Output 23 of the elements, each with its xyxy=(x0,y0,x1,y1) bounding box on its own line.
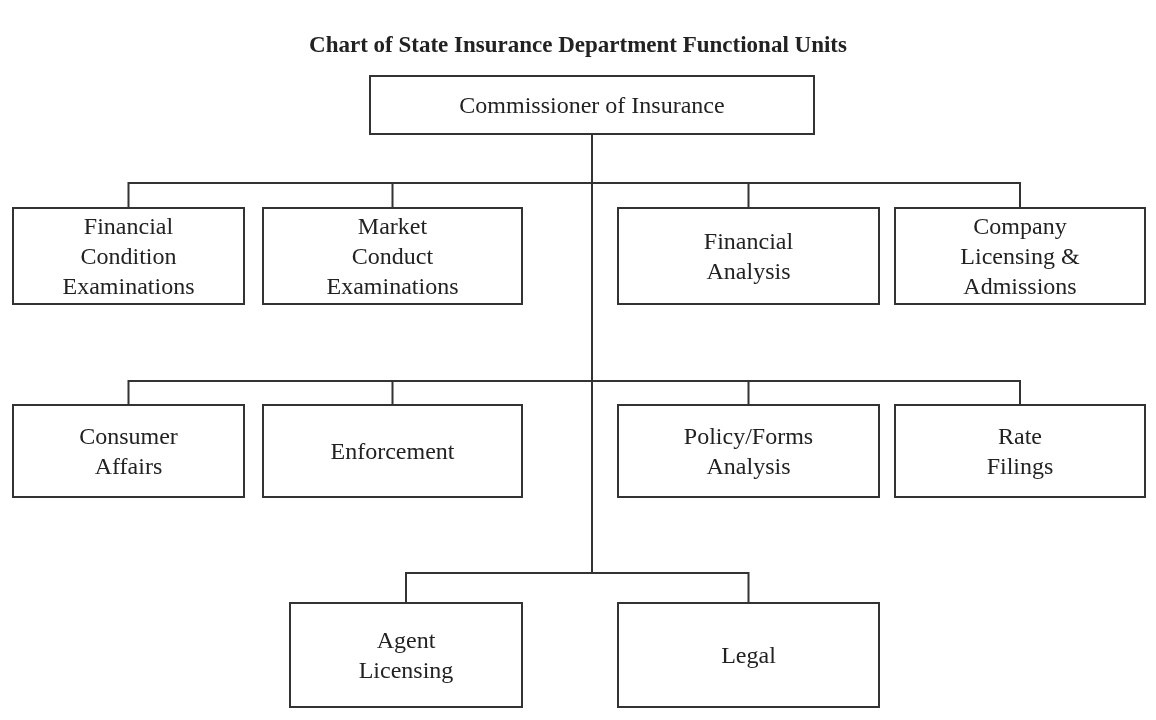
unit-box xyxy=(262,404,523,498)
unit-box xyxy=(617,207,880,305)
unit-label: Commissioner of Insurance xyxy=(459,91,725,120)
unit-box xyxy=(617,404,880,498)
unit-label: Enforcement xyxy=(330,437,455,466)
head-unit-box xyxy=(369,75,815,135)
unit-label: Agent Licensing xyxy=(357,626,455,685)
unit-label: Rate Filings xyxy=(985,422,1055,481)
unit-box xyxy=(262,207,523,305)
unit-label: Consumer Affairs xyxy=(78,422,179,481)
chart-title: Chart of State Insurance Department Functional Units xyxy=(308,32,848,58)
unit-box xyxy=(289,602,523,708)
unit-label: Financial Condition Examinations xyxy=(61,212,196,301)
unit-label: Financial Analysis xyxy=(702,227,795,286)
unit-box xyxy=(894,207,1146,305)
unit-box xyxy=(12,404,245,498)
unit-label: Policy/Forms Analysis xyxy=(682,422,815,481)
unit-label: Company Licensing & Admissions xyxy=(959,212,1081,301)
unit-label: Legal xyxy=(721,641,776,670)
unit-label: Market Conduct Examinations xyxy=(325,212,460,301)
unit-box xyxy=(12,207,245,305)
unit-box xyxy=(894,404,1146,498)
unit-box xyxy=(617,602,880,708)
